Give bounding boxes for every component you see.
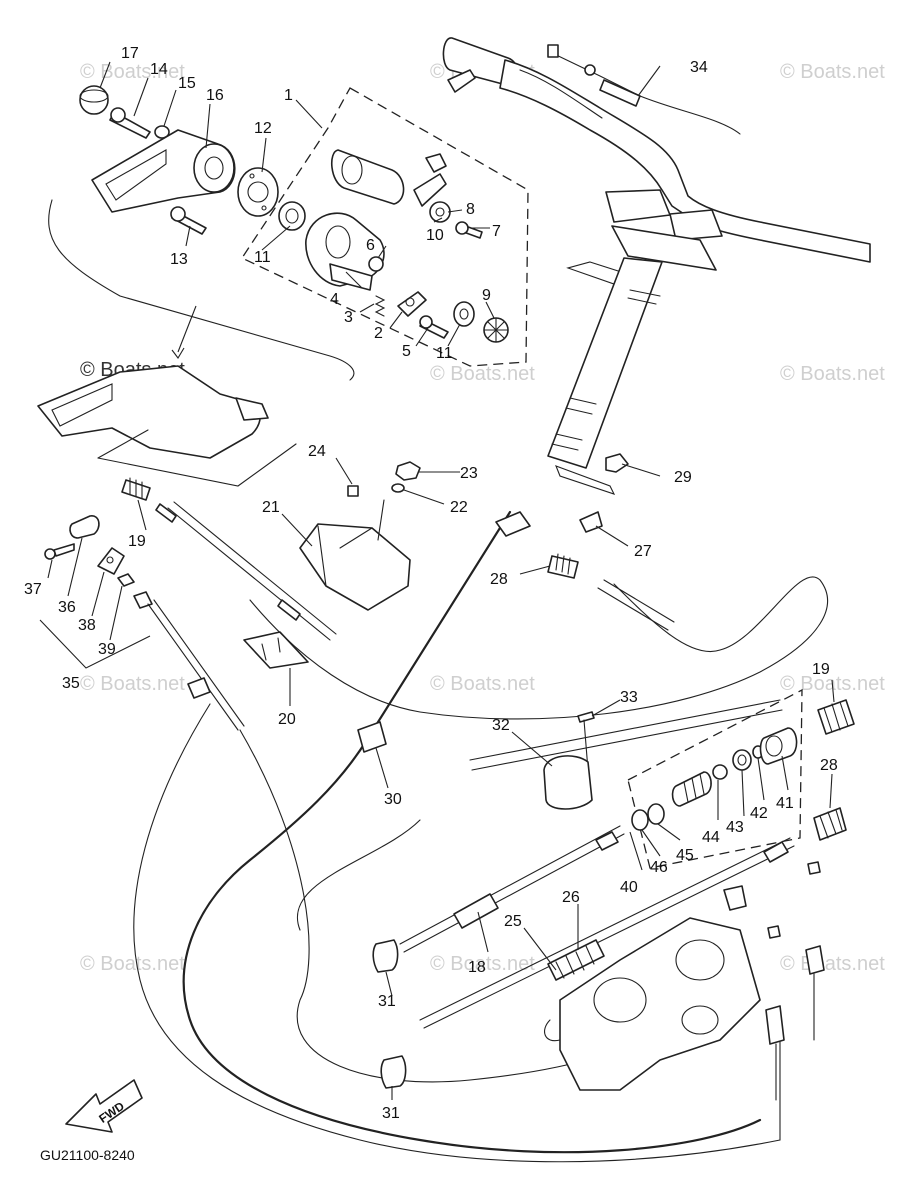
callout-7: 7: [492, 223, 501, 240]
callouts: 17 14 15 16 1 12 13 11 6 8 7 10 4 3 2 5 …: [24, 45, 838, 1122]
callout-46: 46: [650, 859, 668, 876]
callout-28: 28: [490, 571, 508, 588]
watermark: © Boats.net: [80, 61, 185, 83]
callout-13: 13: [170, 251, 188, 268]
callout-43: 43: [726, 819, 744, 836]
callout-5: 5: [402, 343, 411, 360]
callout-31: 31: [382, 1105, 400, 1122]
watermarks: © Boats.net © Boats.net © Boats.net © Bo…: [80, 61, 885, 975]
cable-routing: [133, 453, 829, 1163]
callout-31: 31: [378, 993, 396, 1010]
callout-39: 39: [98, 641, 116, 658]
watermark: © Boats.net: [80, 673, 185, 695]
fitting-kit: [627, 688, 855, 869]
clamp: [469, 699, 783, 810]
callout-26: 26: [562, 889, 580, 906]
watermark: © Boats.net: [430, 673, 535, 695]
callout-45: 45: [676, 847, 694, 864]
callout-35: 35: [62, 675, 80, 692]
callout-4: 4: [330, 291, 339, 308]
callout-22: 22: [450, 499, 468, 516]
callout-27: 27: [634, 543, 652, 560]
callout-44: 44: [702, 829, 720, 846]
callout-24: 24: [308, 443, 326, 460]
callout-25: 25: [504, 913, 522, 930]
leader-lines: [47, 61, 835, 1100]
callout-9: 9: [482, 287, 491, 304]
callout-37: 37: [24, 581, 42, 598]
callout-23: 23: [460, 465, 478, 482]
callout-36: 36: [58, 599, 76, 616]
callout-1: 1: [284, 87, 293, 104]
callout-28: 28: [820, 757, 838, 774]
carb-cables: [372, 825, 795, 1089]
callout-29: 29: [674, 469, 692, 486]
callout-11: 11: [254, 249, 271, 266]
handlebar: [442, 37, 871, 495]
watermark: © Boats.net: [780, 953, 885, 975]
drawing-code: GU21100-8240: [40, 1147, 135, 1163]
callout-6: 6: [366, 237, 375, 254]
watermark: © Boats.net: [780, 61, 885, 83]
callout-14: 14: [150, 61, 168, 78]
left-parts: [39, 515, 245, 731]
watermark: © Boats.net: [80, 953, 185, 975]
watermark: © Boats.net: [780, 363, 885, 385]
callout-11: 11: [436, 345, 453, 362]
callout-42: 42: [750, 805, 768, 822]
carburetor: [544, 861, 825, 1101]
callout-16: 16: [206, 87, 224, 104]
callout-3: 3: [344, 309, 353, 326]
callout-41: 41: [776, 795, 794, 812]
callout-34: 34: [690, 59, 708, 76]
callout-19: 19: [812, 661, 830, 678]
callout-12: 12: [254, 120, 272, 137]
fwd-arrow: FWD: [65, 1079, 143, 1133]
watermark: © Boats.net: [430, 363, 535, 385]
callout-15: 15: [178, 75, 196, 92]
callout-8: 8: [466, 201, 475, 218]
cable-bracket: [121, 461, 421, 706]
callout-2: 2: [374, 325, 383, 342]
callout-38: 38: [78, 617, 96, 634]
callout-32: 32: [492, 717, 510, 734]
callout-18: 18: [468, 959, 486, 976]
callout-40: 40: [620, 879, 638, 896]
callout-19: 19: [128, 533, 146, 550]
watermark: © Boats.net: [430, 953, 535, 975]
housing-view: [37, 199, 355, 487]
callout-33: 33: [620, 689, 638, 706]
callout-17: 17: [121, 45, 139, 62]
throttle-assembly: [79, 85, 529, 367]
callout-30: 30: [384, 791, 402, 808]
callout-10: 10: [426, 227, 444, 244]
callout-21: 21: [262, 499, 280, 516]
callout-20: 20: [278, 711, 296, 728]
